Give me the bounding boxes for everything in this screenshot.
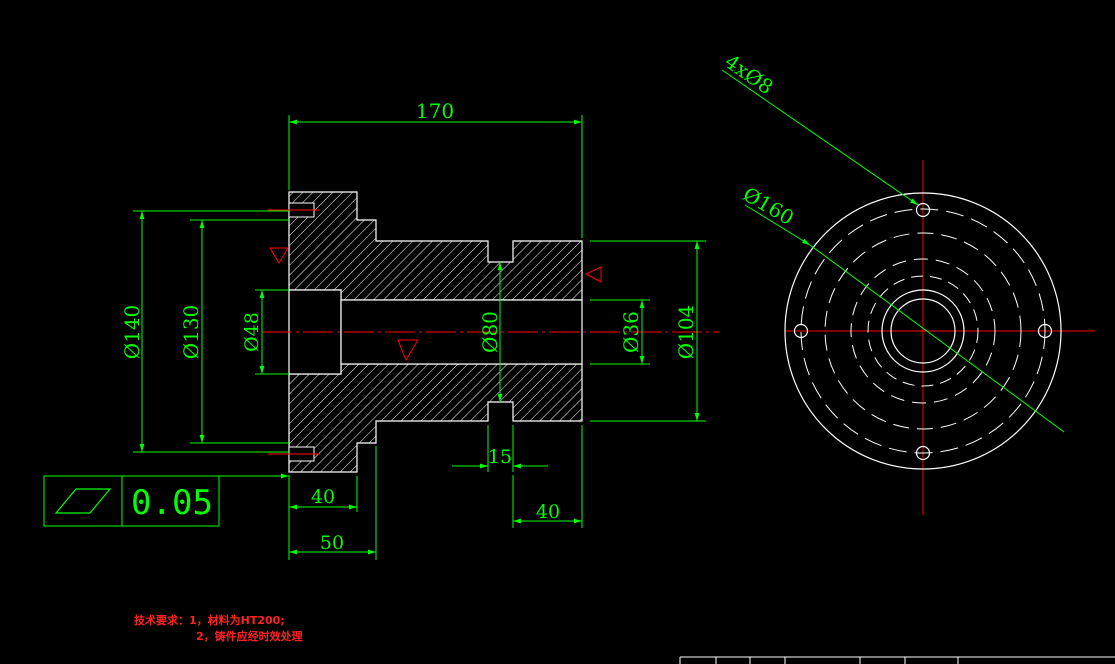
bolt-hole-bottom: [915, 445, 931, 461]
lower-hatch-body: [288, 363, 583, 473]
surface-finish-icon: [397, 339, 419, 362]
tech-req-item2: 2，铸件应经时效处理: [196, 630, 303, 643]
tech-req-line1: 技术要求：1，材料为HT200;: [134, 612, 285, 628]
dim-d48: Ø48: [241, 312, 263, 352]
dim-right-40: 40: [536, 501, 560, 523]
tech-req-item1: 1，材料为HT200;: [189, 614, 285, 627]
title-block-fragment: [679, 656, 1115, 664]
tolerance-value: 0.05: [131, 483, 213, 523]
flatness-icon: [54, 488, 112, 514]
dim-d36: Ø36: [619, 311, 643, 353]
dim-d130: Ø130: [179, 305, 203, 360]
hub-circle-inner: [890, 298, 956, 364]
surface-finish-icon: [584, 266, 602, 283]
dim-left-40: 40: [311, 486, 335, 508]
dim-hole-pattern: 4xØ8: [720, 49, 777, 99]
section-view: [262, 191, 720, 473]
dim-d140: Ø140: [120, 305, 144, 360]
end-view-leaders: [721, 69, 1065, 433]
hidden-circle-1: [824, 232, 1022, 430]
end-view: [784, 160, 1095, 515]
dim-groove-width: 15: [488, 446, 512, 468]
hidden-circle-3: [867, 275, 979, 387]
hub-circle-outer: [881, 289, 965, 373]
tech-req-title: 技术要求：: [134, 614, 189, 627]
bolt-circle-hidden: [800, 208, 1046, 454]
dimension-lines: [133, 115, 706, 560]
dim-d104: Ø104: [674, 305, 698, 360]
bolt-hole-left: [793, 323, 809, 339]
outer-flange-circle: [784, 192, 1062, 470]
dim-d80: Ø80: [478, 311, 502, 353]
hidden-circle-2: [850, 258, 996, 404]
bolt-hole-top: [915, 202, 931, 218]
tolerance-frame: [43, 475, 220, 527]
upper-hatch-body: [288, 191, 583, 301]
dim-bolt-circle: Ø160: [739, 182, 798, 230]
dim-overall-length: 170: [416, 99, 454, 123]
bolt-hole-right: [1037, 323, 1053, 339]
dim-left-50: 50: [320, 532, 344, 554]
surface-finish-icon: [269, 247, 289, 264]
